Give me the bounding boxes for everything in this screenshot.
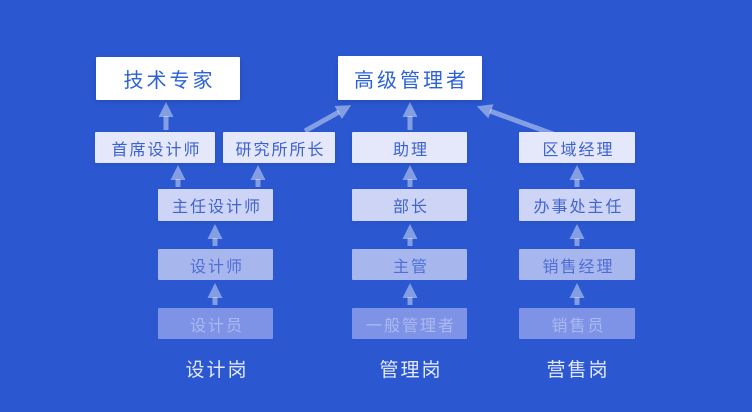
group-label-management: 管理岗 (379, 358, 443, 381)
group-label-design: 设计岗 (185, 358, 249, 381)
node-director-designer: 主任设计师 (158, 189, 273, 221)
node-institute-head: 研究所所长 (223, 132, 335, 163)
node-draftsman: 设计员 (158, 308, 273, 339)
node-general-manager: 一般管理者 (352, 308, 467, 339)
node-department-head: 部长 (352, 189, 467, 221)
node-senior-manager: 高级管理者 (338, 56, 482, 100)
node-assistant: 助理 (352, 132, 467, 163)
node-designer: 设计师 (158, 249, 273, 280)
arrow-regional-manager-to-senior-manager-icon (476, 104, 554, 137)
group-label-sales: 营售岗 (546, 358, 610, 381)
node-supervisor: 主管 (352, 249, 467, 280)
node-tech-expert: 技术专家 (96, 57, 240, 100)
arrow-institute-head-to-senior-manager-icon (303, 105, 352, 134)
node-sales-manager: 销售经理 (519, 249, 635, 280)
node-salesperson: 销售员 (519, 308, 635, 339)
node-chief-designer: 首席设计师 (95, 132, 215, 163)
node-regional-manager: 区域经理 (519, 132, 635, 163)
node-office-director: 办事处主任 (519, 189, 635, 221)
